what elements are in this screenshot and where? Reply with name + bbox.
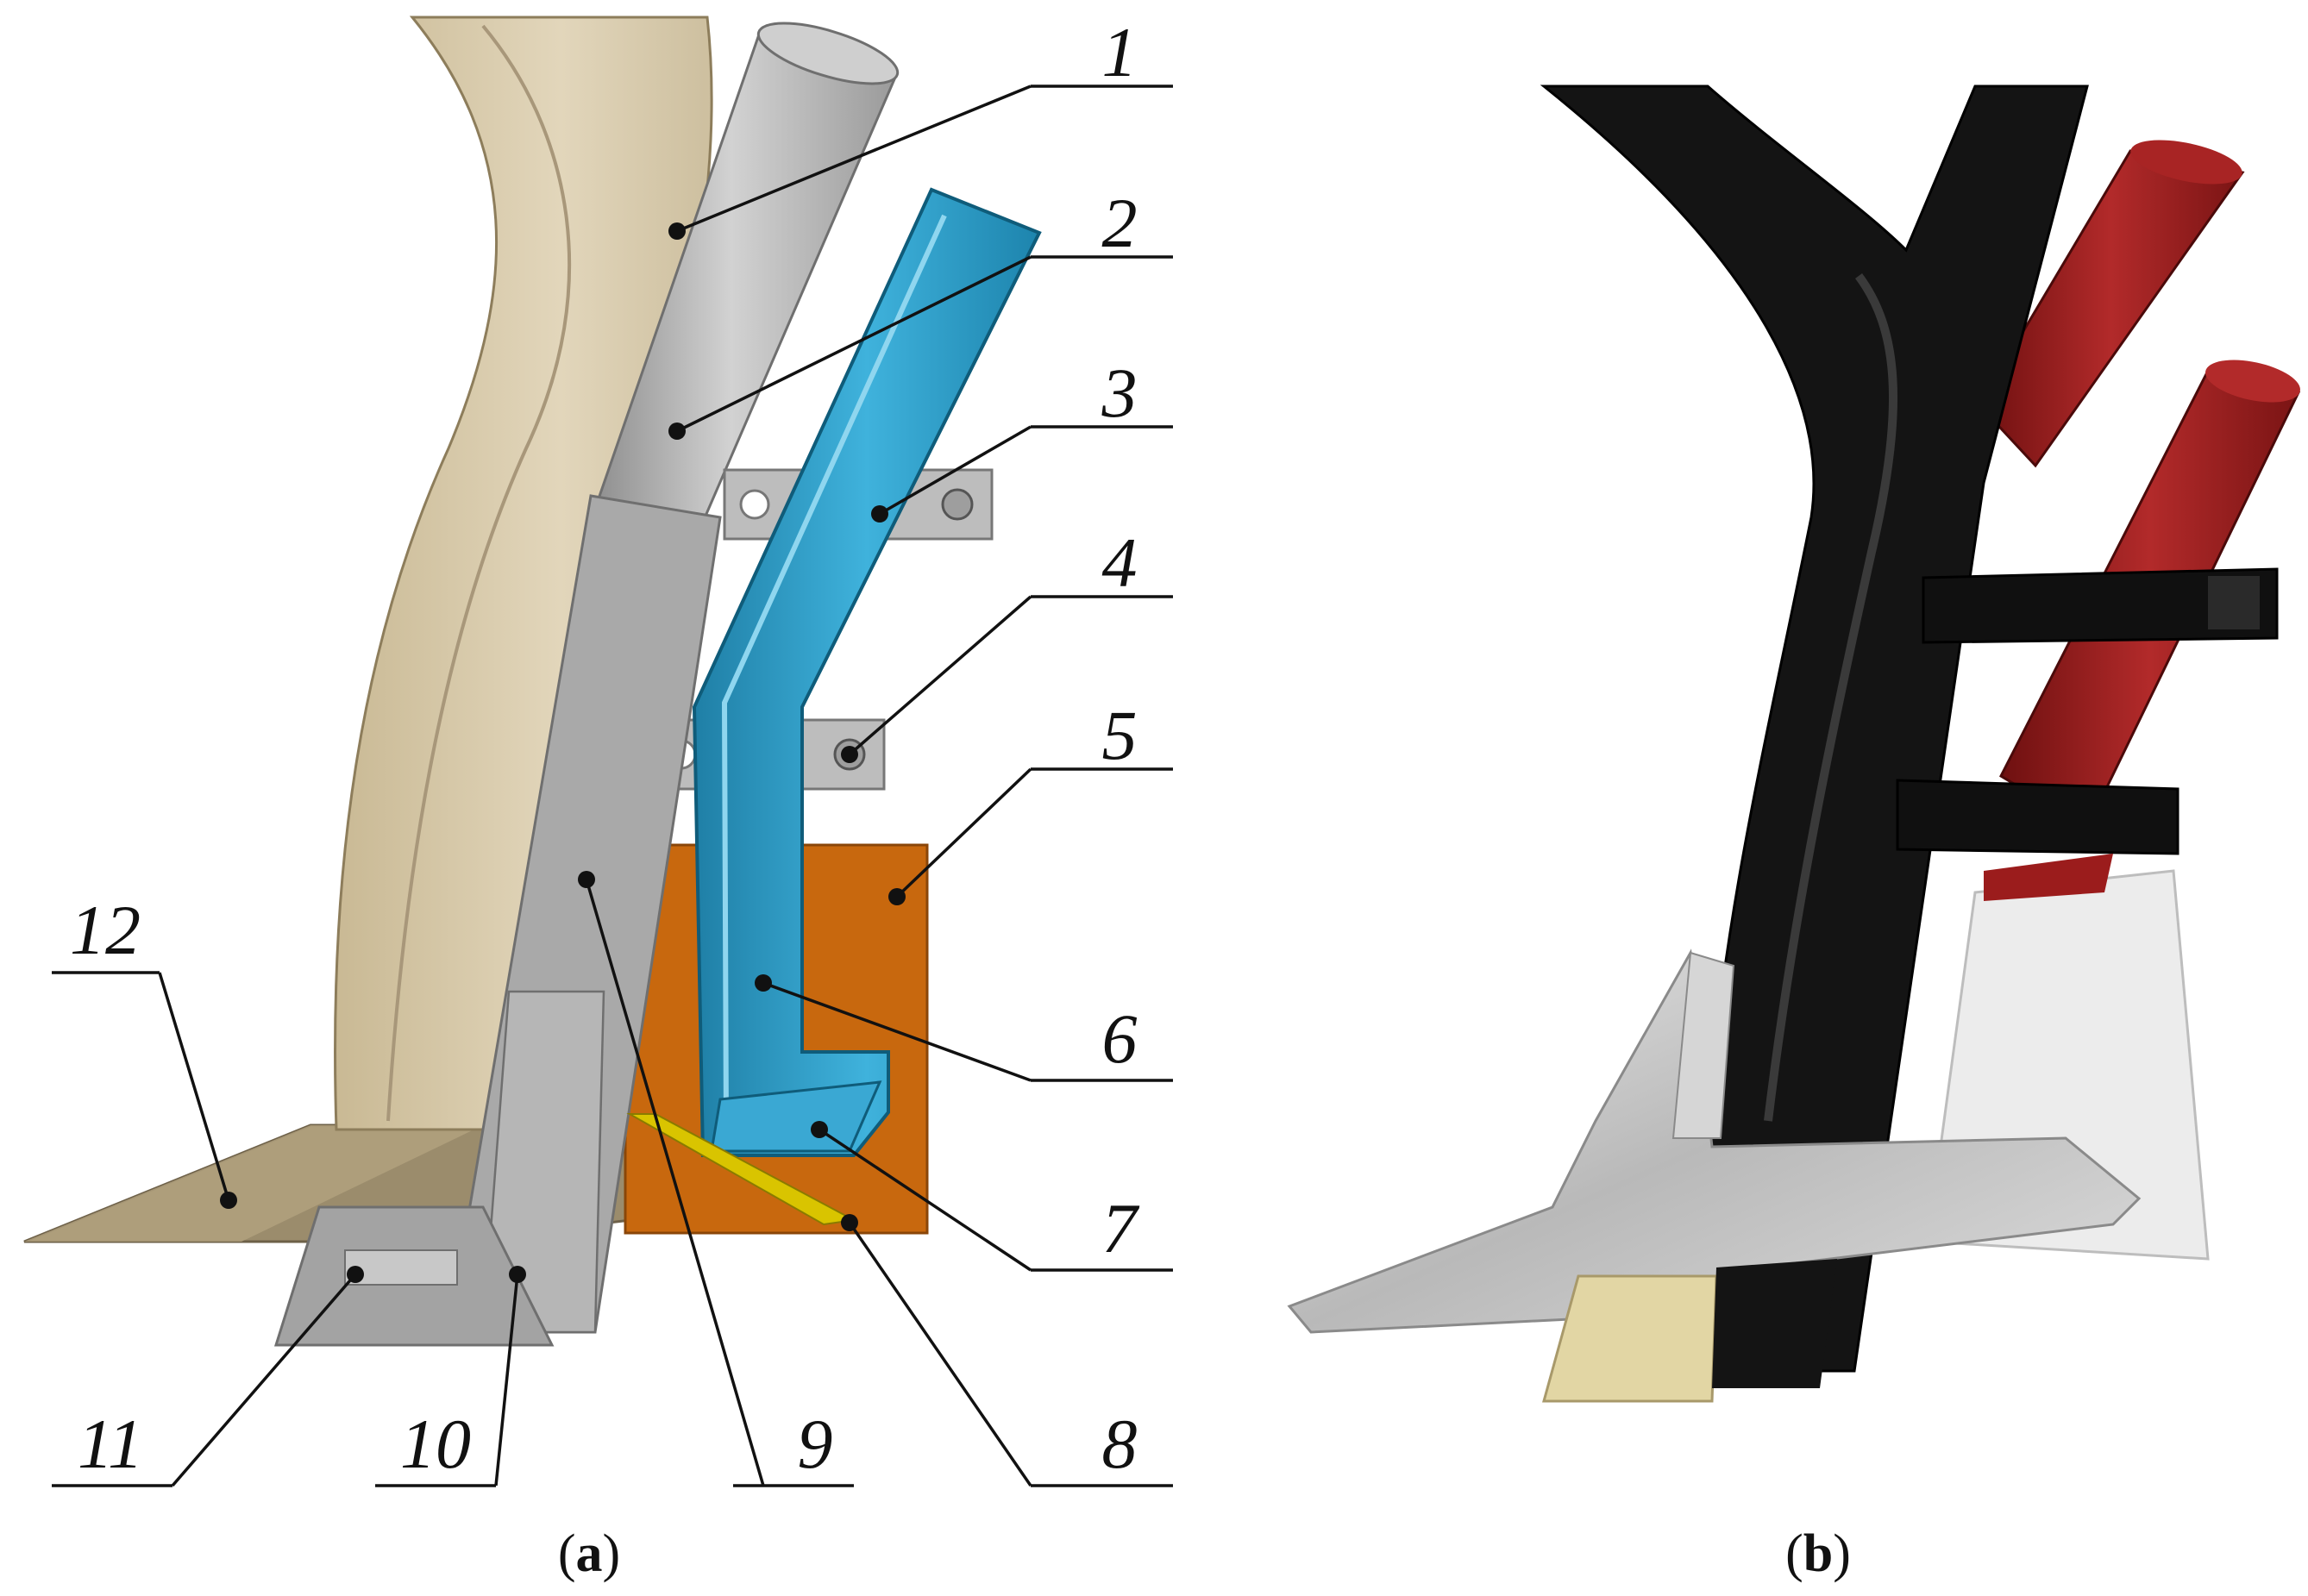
label-11: 11 bbox=[52, 1266, 364, 1487]
gray-plate-lower bbox=[481, 990, 605, 1334]
svg-text:5: 5 bbox=[1102, 696, 1138, 774]
svg-text:9: 9 bbox=[798, 1405, 833, 1483]
beige-shank-inner-edge bbox=[386, 24, 572, 1122]
caption-b: (b) bbox=[1785, 1524, 1851, 1583]
label-12: 12 bbox=[52, 891, 237, 1209]
label-5: 5 bbox=[888, 696, 1173, 905]
red-rod-lower-end bbox=[2205, 360, 2300, 403]
blue-channel bbox=[692, 187, 1042, 1157]
label-6: 6 bbox=[755, 974, 1173, 1082]
label-10: 10 bbox=[375, 1266, 526, 1487]
panel-b: (b) bbox=[1287, 84, 2301, 1583]
panel-a: 1 2 3 4 5 6 bbox=[23, 13, 1173, 1583]
label-8: 8 bbox=[841, 1214, 1173, 1487]
share-blade-top bbox=[24, 1125, 483, 1242]
foot-slot bbox=[344, 1249, 458, 1286]
silver-wing bbox=[1671, 951, 1735, 1139]
black-shank-highlight bbox=[1764, 273, 1898, 1122]
beige-block bbox=[1542, 1274, 1718, 1403]
label-1: 1 bbox=[668, 13, 1173, 240]
label-3: 3 bbox=[871, 354, 1173, 523]
svg-text:2: 2 bbox=[1102, 184, 1138, 262]
svg-text:11: 11 bbox=[78, 1405, 143, 1483]
svg-text:10: 10 bbox=[400, 1405, 471, 1483]
black-bracket-upper-bolt bbox=[2208, 576, 2260, 629]
black-bracket-upper bbox=[1922, 567, 2279, 644]
label-7: 7 bbox=[811, 1121, 1173, 1272]
svg-text:6: 6 bbox=[1102, 999, 1138, 1078]
black-tip bbox=[1712, 1259, 1837, 1388]
black-shank bbox=[1540, 84, 2089, 1373]
black-bracket-lower bbox=[1896, 779, 2179, 855]
red-rod-upper-end bbox=[2130, 140, 2242, 185]
svg-text:4: 4 bbox=[1102, 523, 1138, 602]
svg-text:7: 7 bbox=[1102, 1189, 1140, 1267]
label-4: 4 bbox=[841, 523, 1173, 763]
silver-share bbox=[1287, 948, 2142, 1334]
gray-tube-end bbox=[756, 22, 900, 85]
label-9: 9 bbox=[578, 871, 854, 1487]
red-strip bbox=[1984, 854, 2113, 901]
svg-text:8: 8 bbox=[1102, 1405, 1138, 1483]
label-2: 2 bbox=[668, 184, 1173, 440]
caption-a: (a) bbox=[558, 1524, 620, 1583]
blue-channel-inner bbox=[721, 214, 947, 1130]
svg-text:1: 1 bbox=[1102, 13, 1138, 91]
svg-text:12: 12 bbox=[70, 891, 141, 969]
svg-text:3: 3 bbox=[1101, 354, 1138, 432]
